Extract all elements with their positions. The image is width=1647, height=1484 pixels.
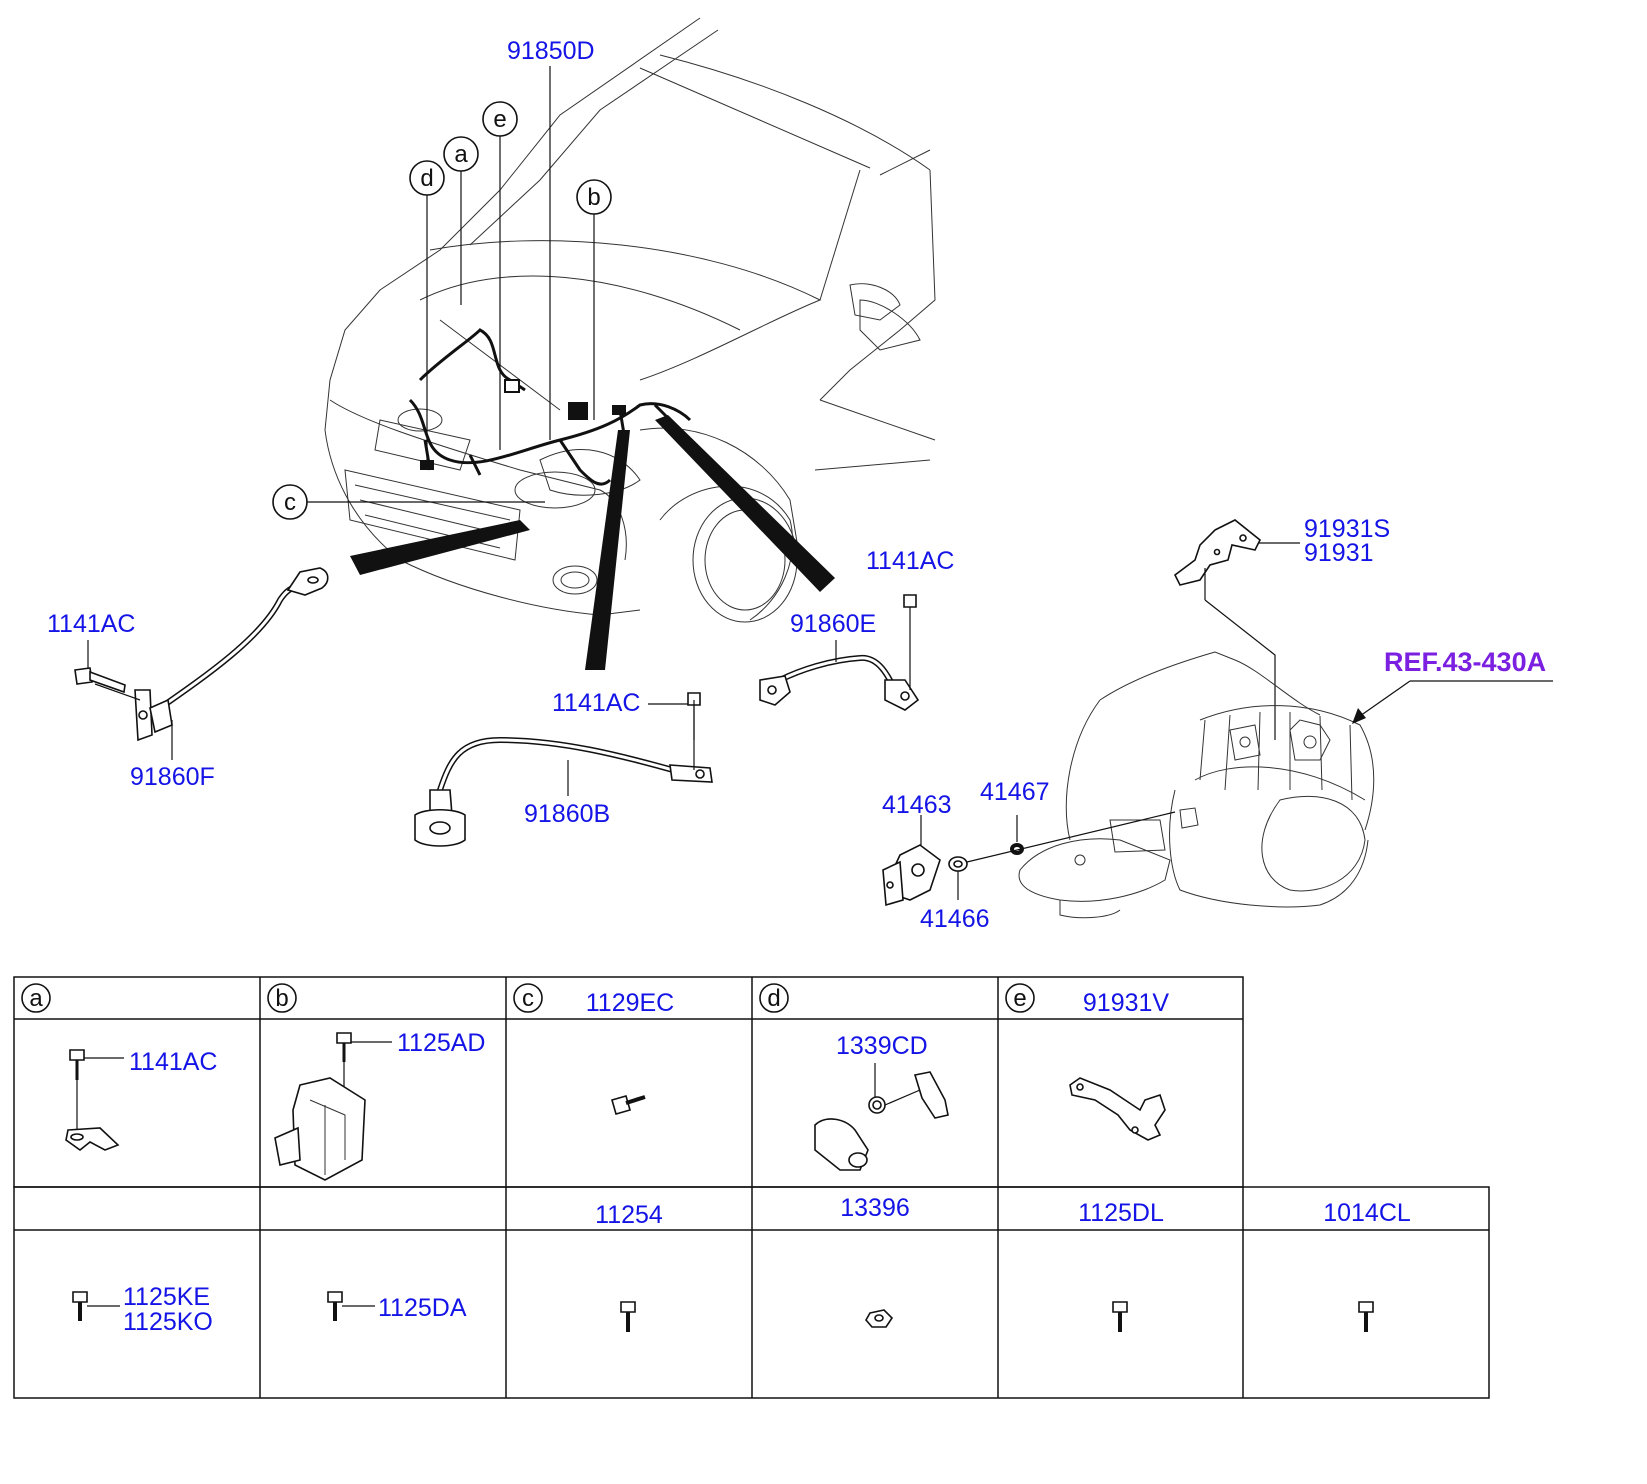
label-91850D: 91850D bbox=[507, 37, 595, 65]
table-row2-cell-6 bbox=[1358, 1301, 1374, 1332]
shift-cable-bracket-41463 bbox=[882, 815, 941, 907]
transmission-assembly bbox=[1018, 651, 1375, 919]
vehicle-front-illustration bbox=[324, 17, 936, 623]
table-row2-cell-3 bbox=[620, 1301, 636, 1332]
svg-text:a: a bbox=[29, 985, 43, 1012]
table-row2-header-6: 1014CL bbox=[1323, 1199, 1411, 1227]
svg-text:c: c bbox=[284, 489, 296, 516]
label-91860F: 91860F bbox=[130, 763, 215, 791]
table-header-c: c 1129EC bbox=[513, 983, 675, 1017]
svg-text:1125AD: 1125AD bbox=[397, 1029, 486, 1057]
table-cell-e bbox=[1069, 1077, 1166, 1141]
wiring-harness-91850D bbox=[408, 328, 692, 486]
parts-table bbox=[13, 976, 1490, 1399]
svg-text:e: e bbox=[1013, 985, 1026, 1012]
bracket-91931S bbox=[1173, 519, 1276, 740]
table-row2-cell-1: 1125KE 1125KO bbox=[72, 1283, 213, 1336]
svg-text:a: a bbox=[454, 141, 468, 168]
table-row2-cell-2: 1125DA bbox=[327, 1291, 467, 1322]
label-1141AC-right: 1141AC bbox=[866, 547, 955, 575]
svg-text:1125KE: 1125KE bbox=[123, 1283, 210, 1311]
reference-label: REF.43-430A bbox=[1384, 647, 1546, 677]
table-row2-header-4: 13396 bbox=[840, 1194, 910, 1222]
callout-c: c bbox=[272, 484, 545, 520]
cable-91860B bbox=[414, 692, 713, 847]
callout-d: d bbox=[409, 160, 445, 460]
svg-text:1339CD: 1339CD bbox=[836, 1032, 928, 1060]
table-cell-d: 1339CD bbox=[814, 1032, 949, 1171]
cable-91860F bbox=[74, 567, 329, 742]
svg-text:1125DA: 1125DA bbox=[378, 1294, 467, 1322]
label-41467: 41467 bbox=[980, 778, 1050, 806]
label-41466: 41466 bbox=[920, 905, 990, 933]
table-row2-header-3: 11254 bbox=[595, 1201, 663, 1229]
callout-a: a bbox=[443, 136, 479, 305]
svg-text:d: d bbox=[767, 985, 780, 1012]
svg-text:1129EC: 1129EC bbox=[586, 989, 675, 1017]
svg-text:91931V: 91931V bbox=[1083, 989, 1170, 1017]
label-41463: 41463 bbox=[882, 791, 952, 819]
svg-text:e: e bbox=[493, 106, 506, 133]
label-91860E: 91860E bbox=[790, 610, 876, 638]
washer-41466 bbox=[948, 856, 968, 900]
svg-text:c: c bbox=[522, 985, 534, 1012]
table-header-b: b bbox=[267, 983, 297, 1013]
table-cell-c bbox=[611, 1095, 646, 1115]
svg-text:b: b bbox=[587, 184, 600, 211]
callout-e: e bbox=[482, 101, 518, 450]
table-row2-cell-5 bbox=[1112, 1301, 1128, 1332]
cable-leaders bbox=[350, 415, 835, 670]
cable-91860E bbox=[759, 594, 920, 711]
svg-text:1125KO: 1125KO bbox=[123, 1308, 213, 1336]
label-91931S: 91931S bbox=[1304, 515, 1390, 543]
table-header-a: a bbox=[21, 983, 51, 1013]
label-1141AC-left: 1141AC bbox=[47, 610, 136, 638]
label-91860B: 91860B bbox=[524, 800, 610, 828]
label-1141AC-mid: 1141AC bbox=[552, 689, 641, 717]
svg-text:b: b bbox=[275, 985, 288, 1012]
label-91931: 91931 bbox=[1304, 539, 1374, 567]
table-header-e: e 91931V bbox=[1005, 983, 1170, 1017]
table-row2-cell-4 bbox=[865, 1309, 894, 1328]
svg-text:1141AC: 1141AC bbox=[129, 1048, 218, 1076]
table-row2-header-5: 1125DL bbox=[1078, 1199, 1164, 1227]
table-cell-a: 1141AC bbox=[65, 1048, 218, 1152]
table-cell-b: 1125AD bbox=[274, 1029, 486, 1181]
svg-text:d: d bbox=[420, 165, 433, 192]
callout-b: b bbox=[576, 179, 612, 420]
table-header-d: d bbox=[759, 983, 789, 1013]
